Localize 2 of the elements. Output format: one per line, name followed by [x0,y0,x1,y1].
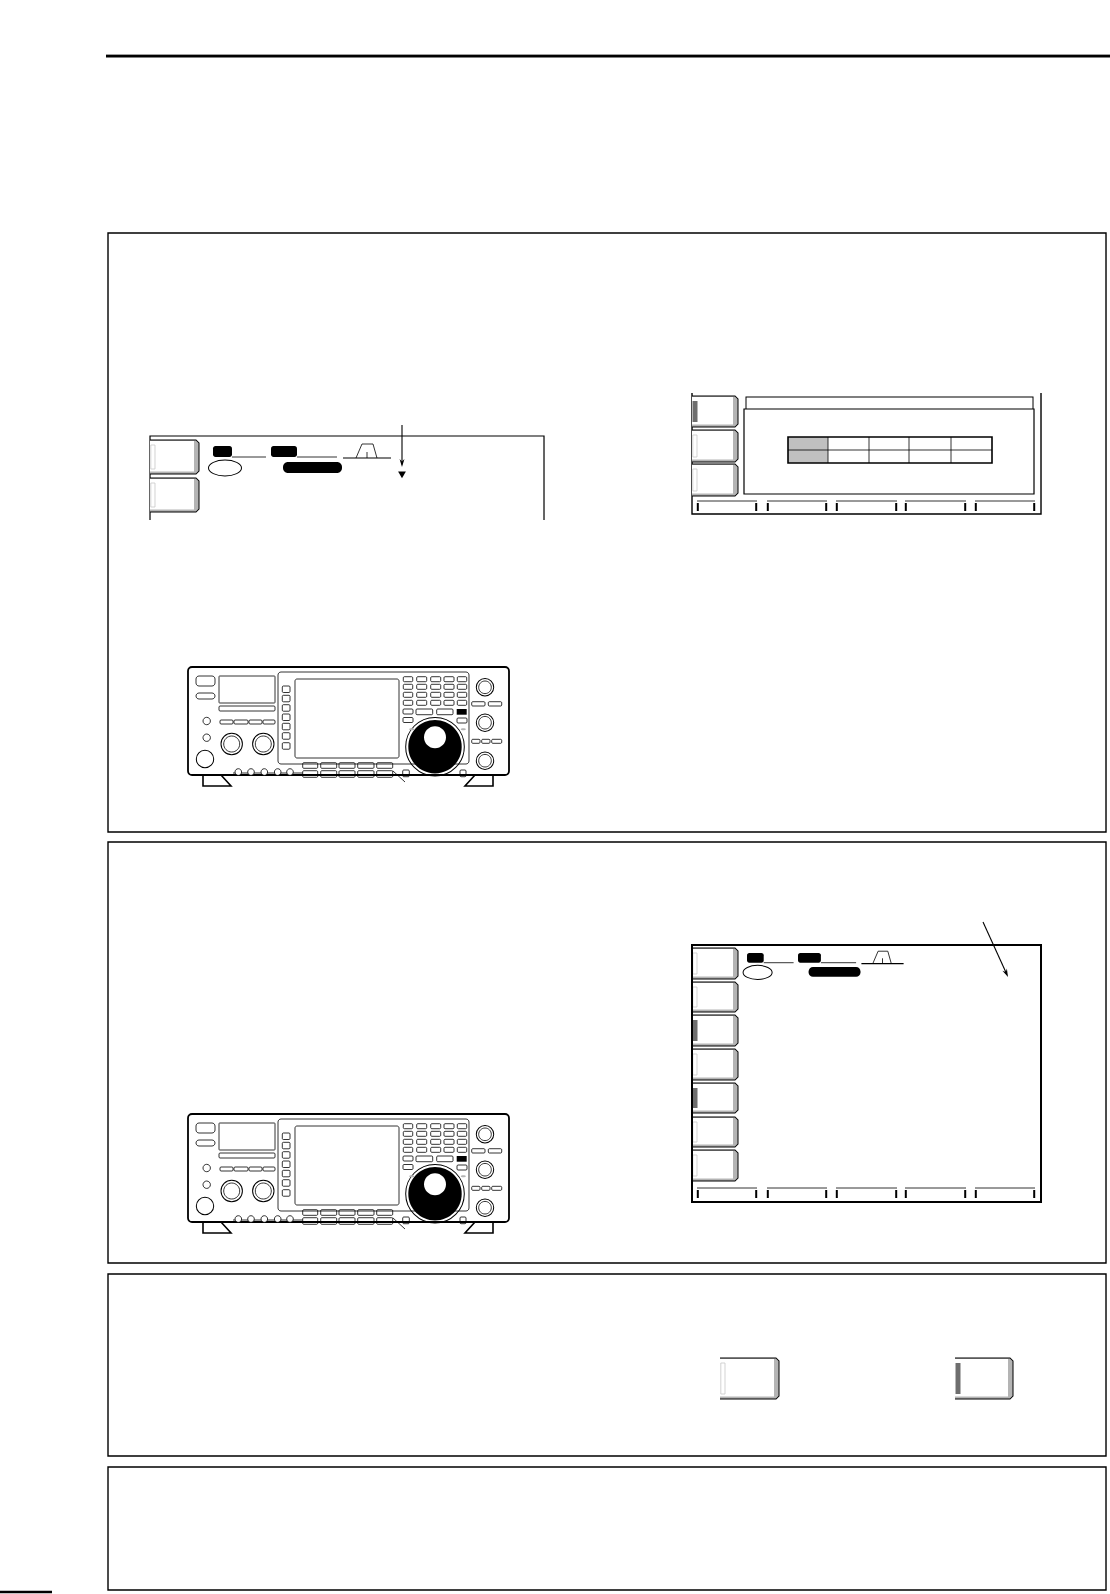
triangle-marker [398,471,406,479]
lcd-screen [691,944,1042,1203]
